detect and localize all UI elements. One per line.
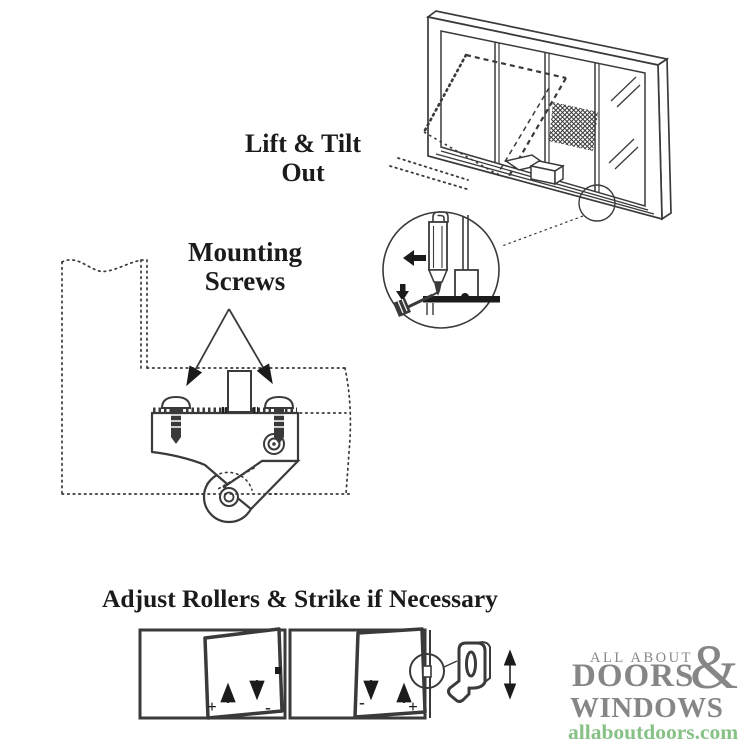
adjust-right-door-diagram: - + <box>288 627 458 720</box>
lift-tilt-line1: Lift & Tilt <box>244 129 362 158</box>
mounting-screw-right <box>263 395 295 444</box>
adjust-left-door-diagram: + - <box>138 627 287 720</box>
window-frame <box>425 10 672 221</box>
roller-detail-callout <box>382 211 500 329</box>
pointer-arrows <box>186 308 273 387</box>
logo-line-windows: WINDOWS <box>570 692 724 724</box>
mounting-line2: Screws <box>204 266 286 296</box>
window-handle <box>504 154 565 186</box>
right-plus-sign: + <box>408 697 418 716</box>
glass-reflection-lines <box>608 76 641 170</box>
logo-line-doors: DOORS <box>572 658 695 694</box>
frame-channel <box>454 215 479 298</box>
adjust-doors-diagram: + - - + <box>138 627 517 720</box>
adjustment-post <box>227 370 252 413</box>
lift-tilt-label: Lift & Tilt Out <box>233 129 373 187</box>
logo-ampersand: & <box>690 634 739 702</box>
keeper-slot <box>465 650 477 678</box>
mounting-line1: Mounting <box>187 237 303 267</box>
mounting-screw-left <box>160 395 192 444</box>
adjust-heading: Adjust Rollers & Strike if Necessary <box>102 584 498 613</box>
window-isometric-diagram <box>389 10 672 247</box>
panel-outline-dotted <box>61 259 352 495</box>
brand-logo: ALL ABOUT & DOORS WINDOWS allaboutdoors.… <box>566 637 750 744</box>
mounting-screws-label: Mounting Screws <box>150 238 340 296</box>
screwdriver-icon <box>393 291 439 317</box>
logo-line-allabout: ALL ABOUT <box>590 650 693 666</box>
lift-tilt-line2: Out <box>281 158 325 187</box>
left-arrow-icon <box>403 250 426 266</box>
door-strike-marker <box>422 665 432 678</box>
down-arrow-icon <box>396 284 409 301</box>
strike-keeper-diagram <box>447 641 517 703</box>
detail-circle-marker <box>578 184 616 222</box>
track-rail <box>423 296 500 303</box>
left-plus-sign: + <box>207 697 217 716</box>
right-minus-sign: - <box>359 693 365 712</box>
bracket-hook <box>432 211 449 223</box>
logo-website: allaboutdoors.com <box>568 720 739 744</box>
sill-lip <box>426 303 434 315</box>
mounting-screws-diagram <box>61 259 352 524</box>
strike-callout-circle <box>409 653 445 689</box>
roller-bracket <box>427 211 449 296</box>
screen-hatch <box>549 102 598 151</box>
roller-hub <box>219 487 239 507</box>
callout-leader-dashes <box>501 215 584 247</box>
left-minus-sign: - <box>265 698 271 717</box>
left-door-latch <box>275 667 281 674</box>
